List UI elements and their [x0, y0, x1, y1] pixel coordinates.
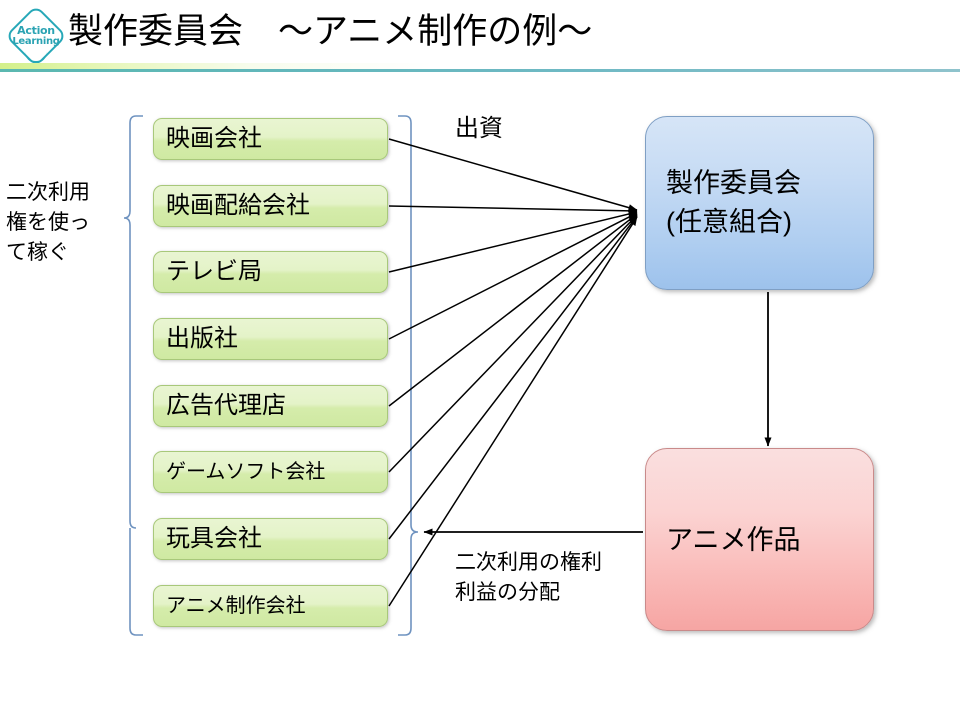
secondary-rights-note: 二次利用 権を使っ て稼ぐ	[6, 181, 90, 264]
partner-box-3[interactable]: テレビ局	[153, 251, 388, 293]
left-bracket	[123, 115, 143, 636]
action-learning-logo: Action Learning	[4, 4, 68, 68]
slide-header: Action Learning 製作委員会 〜アニメ制作の例〜	[0, 0, 960, 72]
committee-label: 製作委員会 (任意組合)	[666, 168, 801, 237]
partner-label: 出版社	[166, 325, 238, 352]
partner-box-4[interactable]: 出版社	[153, 318, 388, 360]
profit-share-label: 二次利用の権利 利益の分配	[455, 551, 602, 604]
header-divider-line	[0, 69, 960, 72]
anime-work-label: アニメ作品	[666, 524, 801, 555]
logo-smile-icon	[25, 52, 47, 63]
investment-label: 出資	[455, 115, 503, 142]
partner-box-6[interactable]: ゲームソフト会社	[153, 451, 388, 493]
logo-text-learning: Learning	[12, 36, 60, 47]
partner-box-8[interactable]: アニメ制作会社	[153, 585, 388, 627]
right-bracket	[398, 115, 419, 636]
investment-arrows	[388, 138, 638, 607]
partner-label: アニメ制作会社	[166, 595, 306, 617]
partner-label: 玩具会社	[166, 525, 262, 552]
partner-box-5[interactable]: 広告代理店	[153, 385, 388, 427]
page-title: 製作委員会 〜アニメ制作の例〜	[68, 12, 593, 51]
anime-work-box[interactable]: アニメ作品	[645, 448, 874, 631]
logo-text-action: Action	[17, 24, 55, 37]
partner-label: 広告代理店	[166, 392, 286, 419]
committee-box[interactable]: 製作委員会 (任意組合)	[645, 116, 874, 290]
partner-label: 映画配給会社	[166, 192, 310, 219]
partner-label: 映画会社	[166, 125, 262, 152]
partner-box-2[interactable]: 映画配給会社	[153, 185, 388, 227]
partner-label: ゲームソフト会社	[166, 461, 326, 483]
partner-label: テレビ局	[166, 258, 262, 285]
partner-box-1[interactable]: 映画会社	[153, 118, 388, 160]
partner-box-7[interactable]: 玩具会社	[153, 518, 388, 560]
header-divider-glow	[0, 63, 960, 69]
